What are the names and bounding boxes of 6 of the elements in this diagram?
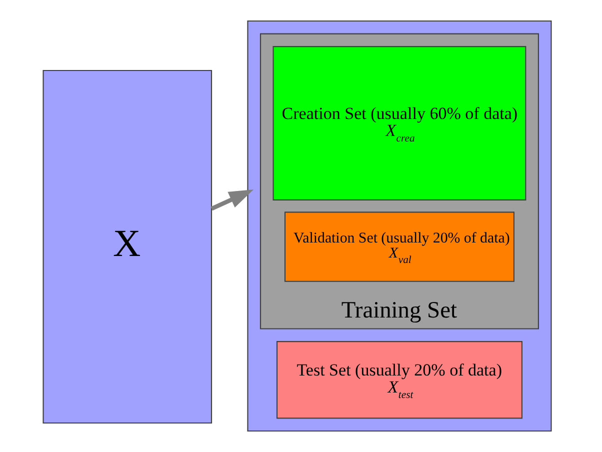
node-box: Validation Set (usually 20% of data) X$_{val}$ [284, 212, 514, 282]
node-box: Creation Set (usually 60% of data) X$_{crea}$ [272, 46, 526, 200]
arrow [210, 190, 254, 211]
node-box: X [42, 70, 212, 424]
cluster [246, 20, 552, 432]
node-box: Test Set (usually 20% of data) X$_{test}$ [276, 341, 522, 419]
